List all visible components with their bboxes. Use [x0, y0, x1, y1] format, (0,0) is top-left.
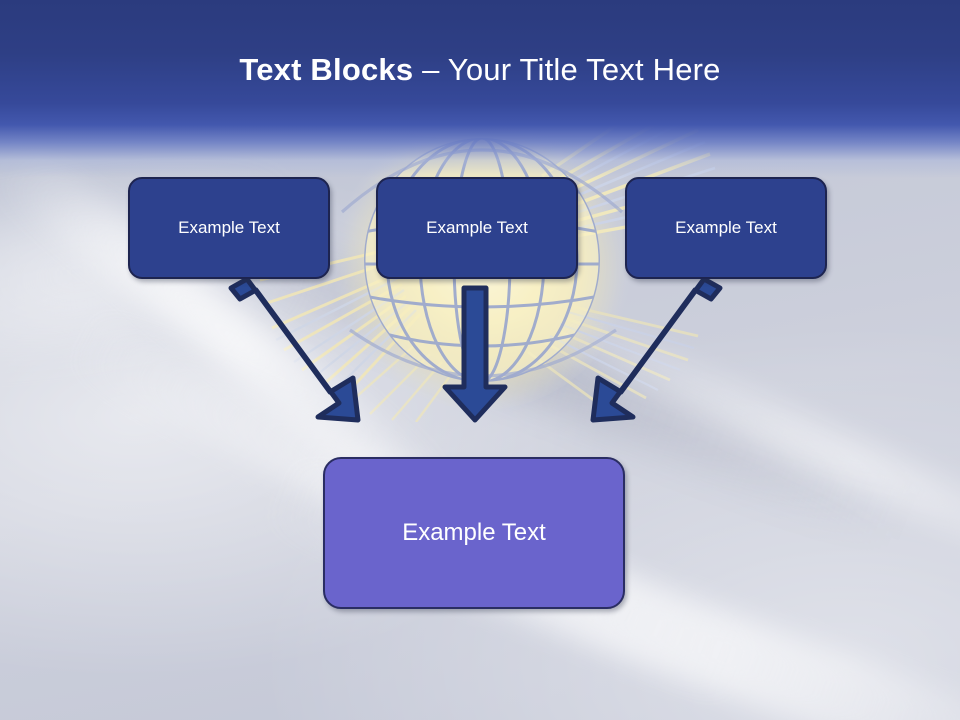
top-box-3[interactable]: Example Text	[625, 177, 827, 279]
page-title-normal: – Your Title Text Here	[413, 52, 721, 87]
bottom-box[interactable]: Example Text	[323, 457, 625, 609]
top-box-1[interactable]: Example Text	[128, 177, 330, 279]
page-title-strong: Text Blocks	[239, 52, 414, 87]
top-box-2[interactable]: Example Text	[376, 177, 578, 279]
top-box-3-label: Example Text	[675, 218, 777, 237]
top-box-1-label: Example Text	[178, 218, 280, 237]
page-title: Text Blocks – Your Title Text Here	[0, 50, 960, 90]
bottom-box-label: Example Text	[402, 519, 546, 546]
title-band	[0, 0, 960, 178]
top-box-2-label: Example Text	[426, 218, 528, 237]
